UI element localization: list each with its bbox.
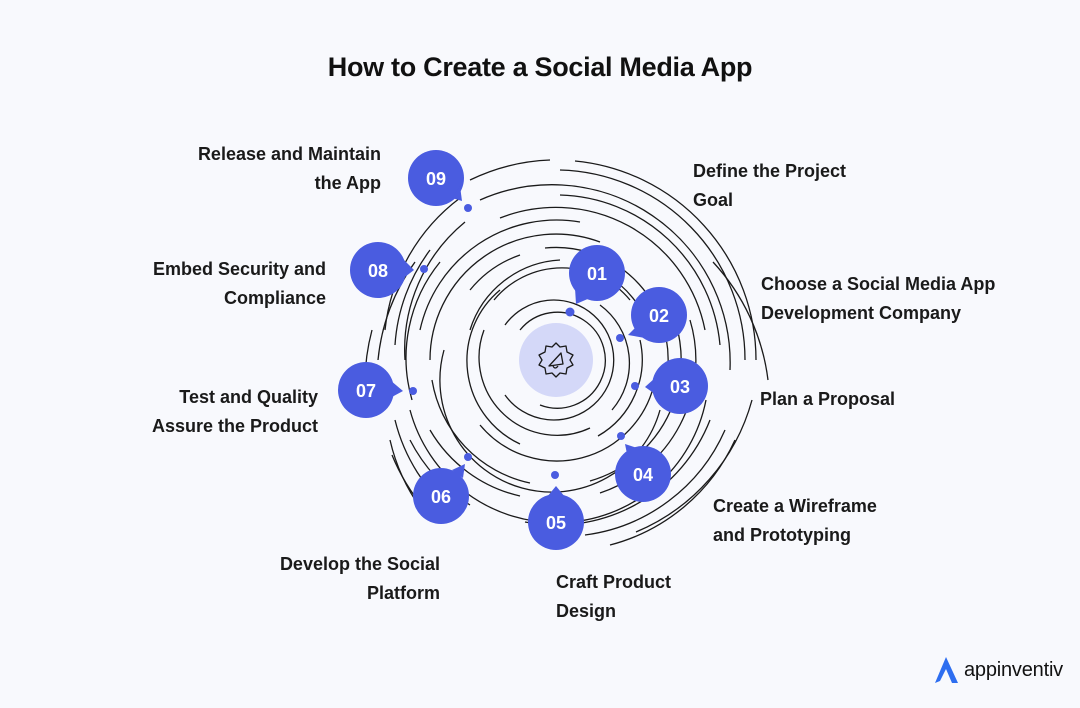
step-label-01-line-1: Define the Project (693, 161, 847, 181)
svg-text:01: 01 (587, 264, 607, 284)
step-label-09: Release and Maintain the App (198, 140, 381, 198)
ring-11b (559, 169, 746, 361)
ring-4c (479, 379, 656, 462)
step-label-01-line-2: Goal (693, 190, 734, 210)
svg-text:03: 03 (670, 377, 690, 397)
dot-04 (617, 432, 625, 440)
ring-2 (599, 304, 631, 411)
dot-09 (464, 204, 472, 212)
step-label-02: Choose a Social Media App Development Co… (761, 270, 995, 328)
ring-10c (584, 429, 726, 536)
ring-6c (431, 379, 531, 484)
ring-1b (504, 299, 615, 421)
ring-11 (384, 197, 461, 331)
step-badge-02[interactable]: 02 (628, 287, 687, 343)
ring-3c (466, 289, 521, 445)
ring-9b (559, 194, 721, 346)
step-label-08-line-2: Compliance (223, 288, 326, 308)
ring-5c (469, 254, 521, 291)
step-badges: 01 02 03 04 05 06 07 08 (338, 150, 708, 550)
step-label-08: Embed Security and Compliance (153, 255, 326, 313)
step-badge-05[interactable]: 05 (528, 486, 584, 550)
ring-12b (469, 159, 551, 181)
step-label-04: Create a Wireframe and Prototyping (713, 492, 877, 550)
step-label-03-line-1: Plan a Proposal (760, 389, 896, 409)
step-label-05-line-1: Craft Product (556, 572, 672, 592)
ring-4 (469, 259, 561, 331)
step-badge-04[interactable]: 04 (615, 444, 671, 502)
step-dots (409, 204, 639, 479)
dot-05 (551, 471, 559, 479)
svg-text:08: 08 (368, 261, 388, 281)
appinventiv-a-logo-icon (935, 657, 958, 683)
step-badge-03[interactable]: 03 (645, 358, 708, 414)
ring-8 (405, 261, 441, 401)
gear-megaphone-icon (538, 342, 574, 378)
step-label-01: Define the Project Goal (693, 157, 846, 215)
dot-08 (420, 265, 428, 273)
dot-06 (464, 453, 472, 461)
ring-10b (479, 184, 731, 371)
step-label-09-line-2: the App (314, 173, 381, 193)
step-label-09-line-1: Release and Maintain (197, 144, 381, 164)
svg-text:04: 04 (633, 465, 653, 485)
svg-text:06: 06 (431, 487, 451, 507)
ring-2b (478, 329, 591, 436)
step-label-02-line-1: Choose a Social Media App (761, 274, 996, 294)
step-label-03: Plan a Proposal (760, 385, 895, 414)
ring-13 (712, 261, 769, 381)
ring-12d (635, 399, 753, 533)
dot-01 (565, 307, 575, 317)
logo-text: appinventiv (964, 658, 1063, 681)
step-badge-08[interactable]: 08 (350, 242, 414, 298)
step-label-02-line-2: Development Company (761, 303, 962, 323)
ring-9 (404, 221, 466, 361)
dot-02 (616, 334, 624, 342)
ring-8b (499, 206, 706, 331)
svg-text:07: 07 (356, 381, 376, 401)
dot-07 (409, 387, 417, 395)
svg-text:02: 02 (649, 306, 669, 326)
ring-6 (429, 233, 601, 361)
brand-logo: appinventiv (932, 655, 1063, 685)
ring-7 (419, 219, 581, 331)
center-circle (519, 323, 593, 397)
ring-7c (429, 429, 521, 497)
page-title: How to Create a Social Media App (327, 52, 753, 82)
svg-text:09: 09 (426, 169, 446, 189)
svg-text:05: 05 (546, 513, 566, 533)
step-label-08-line-1: Embed Security and (152, 259, 326, 279)
step-label-05-line-2: Design (556, 601, 617, 621)
step-label-07-line-2: Assure the Product (151, 416, 318, 436)
step-label-04-line-2: and Prototyping (713, 525, 851, 545)
step-label-04-line-1: Create a Wireframe (713, 496, 877, 516)
step-label-06: Develop the Social Platform (280, 550, 440, 608)
ring-1 (519, 311, 606, 409)
step-label-05: Craft Product Design (556, 568, 671, 626)
step-badge-09[interactable]: 09 (408, 150, 464, 206)
ring-12c (574, 160, 757, 361)
step-label-07-line-1: Test and Quality (179, 387, 318, 407)
ring-10 (394, 249, 431, 346)
step-badge-06[interactable]: 06 (413, 464, 469, 524)
ring-3b (597, 339, 643, 437)
step-badge-07[interactable]: 07 (338, 362, 403, 418)
step-label-06-line-1: Develop the Social (279, 554, 440, 574)
step-label-07: Test and Quality Assure the Product (152, 383, 318, 441)
dot-03 (631, 382, 639, 390)
step-badge-01[interactable]: 01 (569, 245, 625, 304)
step-label-06-line-2: Platform (366, 583, 440, 603)
